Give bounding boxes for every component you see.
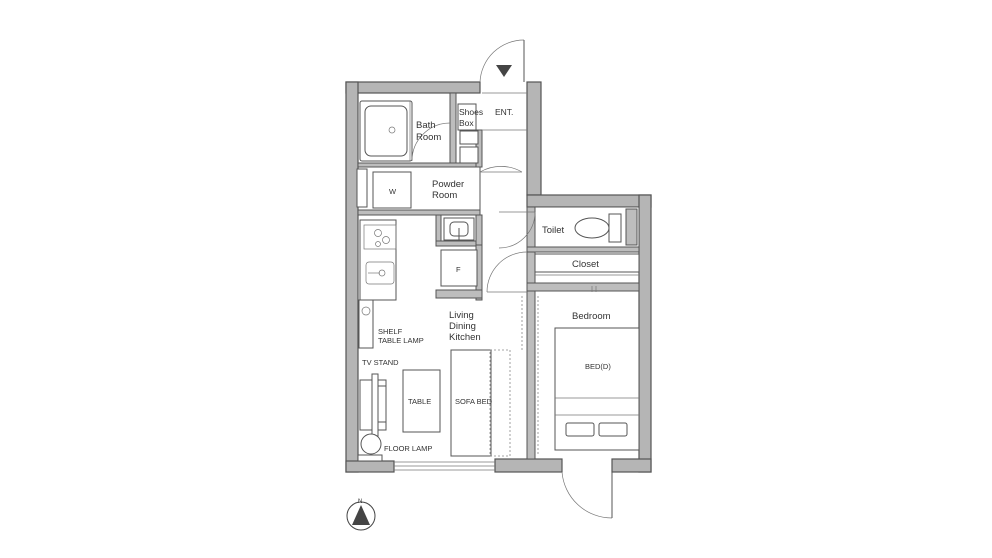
ldk-label: Living (449, 310, 474, 321)
powder-room-label-2: Room (432, 190, 457, 201)
compass-label: N (358, 499, 362, 505)
sofa-bed: SOFA BED (450, 349, 511, 457)
tv-stand-label: TV STAND (362, 358, 399, 367)
entrance-door (479, 39, 527, 131)
fridge-label: F (456, 265, 461, 274)
closet: Closet (534, 253, 640, 292)
entrance-label: ENT. (495, 107, 513, 117)
floor-lamp-label: FLOOR LAMP (384, 444, 432, 453)
toilet-label: Toilet (542, 225, 565, 236)
shoes-box: Shoes Box ENT. (457, 103, 513, 164)
washer-label: W (389, 187, 397, 196)
closet-label: Closet (572, 259, 599, 270)
ldk-label-3: Kitchen (449, 332, 481, 343)
kitchen: F (359, 219, 478, 301)
bath-room-label: Bath (416, 120, 436, 131)
bedroom-label: Bedroom (572, 311, 611, 322)
interior-walls (357, 92, 640, 460)
bed-label: BED(D) (585, 362, 611, 371)
table-label: TABLE (408, 397, 431, 406)
sofa-bed-label: SOFA BED (455, 397, 493, 406)
shelf-label: SHELF (378, 327, 403, 336)
shoes-box-label-2: Box (459, 118, 474, 128)
entry-arrow-icon (496, 65, 512, 77)
ldk-furniture: SHELF TABLE LAMP TV STAND TABLE FLOOR LA… (357, 299, 441, 462)
bath-room-label-2: Room (416, 132, 441, 143)
north-compass: N (346, 499, 376, 531)
powder-room-label: Powder (432, 179, 464, 190)
powder-room: W Powder Room (356, 166, 523, 241)
shoes-box-label: Shoes (459, 107, 483, 117)
north-arrow-icon (352, 505, 370, 525)
bedroom: Bedroom BED(D) (537, 296, 640, 519)
toilet-room: Toilet (498, 206, 640, 249)
ldk-room: Living Dining Kitchen (394, 251, 528, 471)
bath-room: Bath Room (359, 100, 451, 162)
ldk-label-2: Dining (449, 321, 476, 332)
table-lamp-label: TABLE LAMP (378, 336, 424, 345)
